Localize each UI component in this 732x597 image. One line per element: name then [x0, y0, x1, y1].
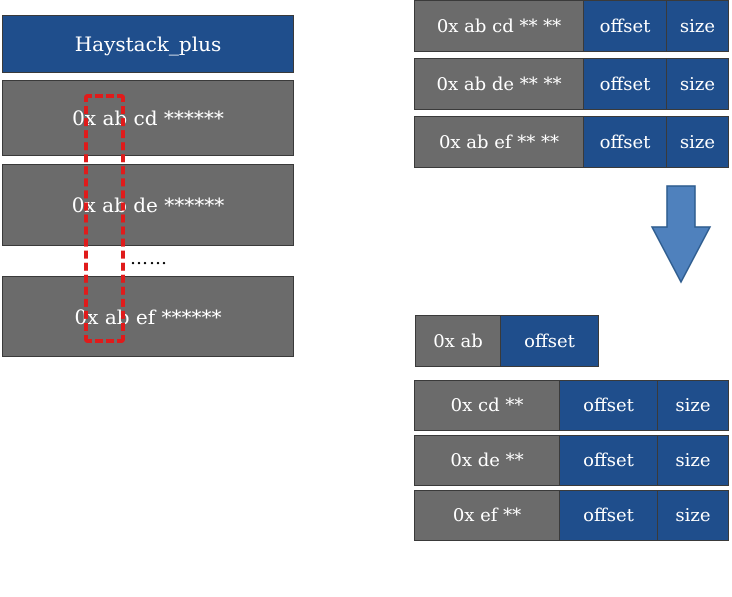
entry-key: 0x de ** — [450, 450, 524, 471]
top-row-2-offset: offset — [583, 58, 667, 110]
offset-label: offset — [599, 73, 651, 95]
haystack-title: Haystack_plus — [74, 32, 222, 56]
common-prefix-highlight — [84, 94, 125, 343]
left-row-3: 0x ab ef ****** — [2, 276, 294, 357]
top-row-2-key: 0x ab de ** ** — [414, 58, 584, 110]
top-row-1-size: size — [666, 0, 729, 52]
size-label: size — [675, 450, 711, 471]
row-suffix: de ****** — [133, 193, 225, 217]
bottom-row-3-size: size — [657, 490, 729, 541]
size-label: size — [679, 131, 716, 153]
row-common-byte: ab — [104, 304, 130, 329]
row-suffix: cd ****** — [133, 106, 224, 130]
top-row-1-offset: offset — [583, 0, 667, 52]
ellipsis: …… — [130, 248, 168, 269]
top-row-1-key: 0x ab cd ** ** — [414, 0, 584, 52]
entry-key: 0x cd ** — [450, 395, 524, 416]
entry-key: 0x ab de ** ** — [436, 73, 562, 95]
size-label: size — [679, 73, 716, 95]
group-prefix-key: 0x ab — [415, 315, 501, 367]
bottom-row-3-key: 0x ef ** — [414, 490, 560, 541]
top-row-3-key: 0x ab ef ** ** — [414, 116, 584, 168]
offset-label: offset — [583, 505, 634, 526]
bottom-row-2-offset: offset — [559, 435, 658, 486]
bottom-row-1-offset: offset — [559, 380, 658, 431]
offset-label: offset — [524, 330, 575, 352]
bottom-row-2-key: 0x de ** — [414, 435, 560, 486]
size-label: size — [675, 505, 711, 526]
bottom-row-1-key: 0x cd ** — [414, 380, 560, 431]
offset-label: offset — [583, 450, 634, 471]
size-label: size — [675, 395, 711, 416]
bottom-row-1-size: size — [657, 380, 729, 431]
entry-key: 0x ab ef ** ** — [438, 131, 560, 153]
down-arrow-icon — [650, 185, 712, 284]
top-row-2-size: size — [666, 58, 729, 110]
row-prefix: 0x — [71, 193, 96, 217]
left-row-1: 0x ab cd ****** — [2, 80, 294, 156]
top-row-3-size: size — [666, 116, 729, 168]
entry-key: 0x ef ** — [452, 505, 522, 526]
offset-label: offset — [599, 131, 651, 153]
size-label: size — [679, 15, 716, 37]
bottom-row-3-offset: offset — [559, 490, 658, 541]
left-row-2: 0x ab de ****** — [2, 164, 294, 246]
entry-key: 0x ab cd ** ** — [436, 15, 562, 37]
top-row-3-offset: offset — [583, 116, 667, 168]
offset-label: offset — [583, 395, 634, 416]
offset-label: offset — [599, 15, 651, 37]
bottom-row-2-size: size — [657, 435, 729, 486]
row-suffix: ef ****** — [135, 304, 222, 329]
group-prefix-offset: offset — [500, 315, 599, 367]
group-prefix: 0x ab — [433, 330, 483, 352]
haystack-title-box: Haystack_plus — [2, 15, 294, 73]
